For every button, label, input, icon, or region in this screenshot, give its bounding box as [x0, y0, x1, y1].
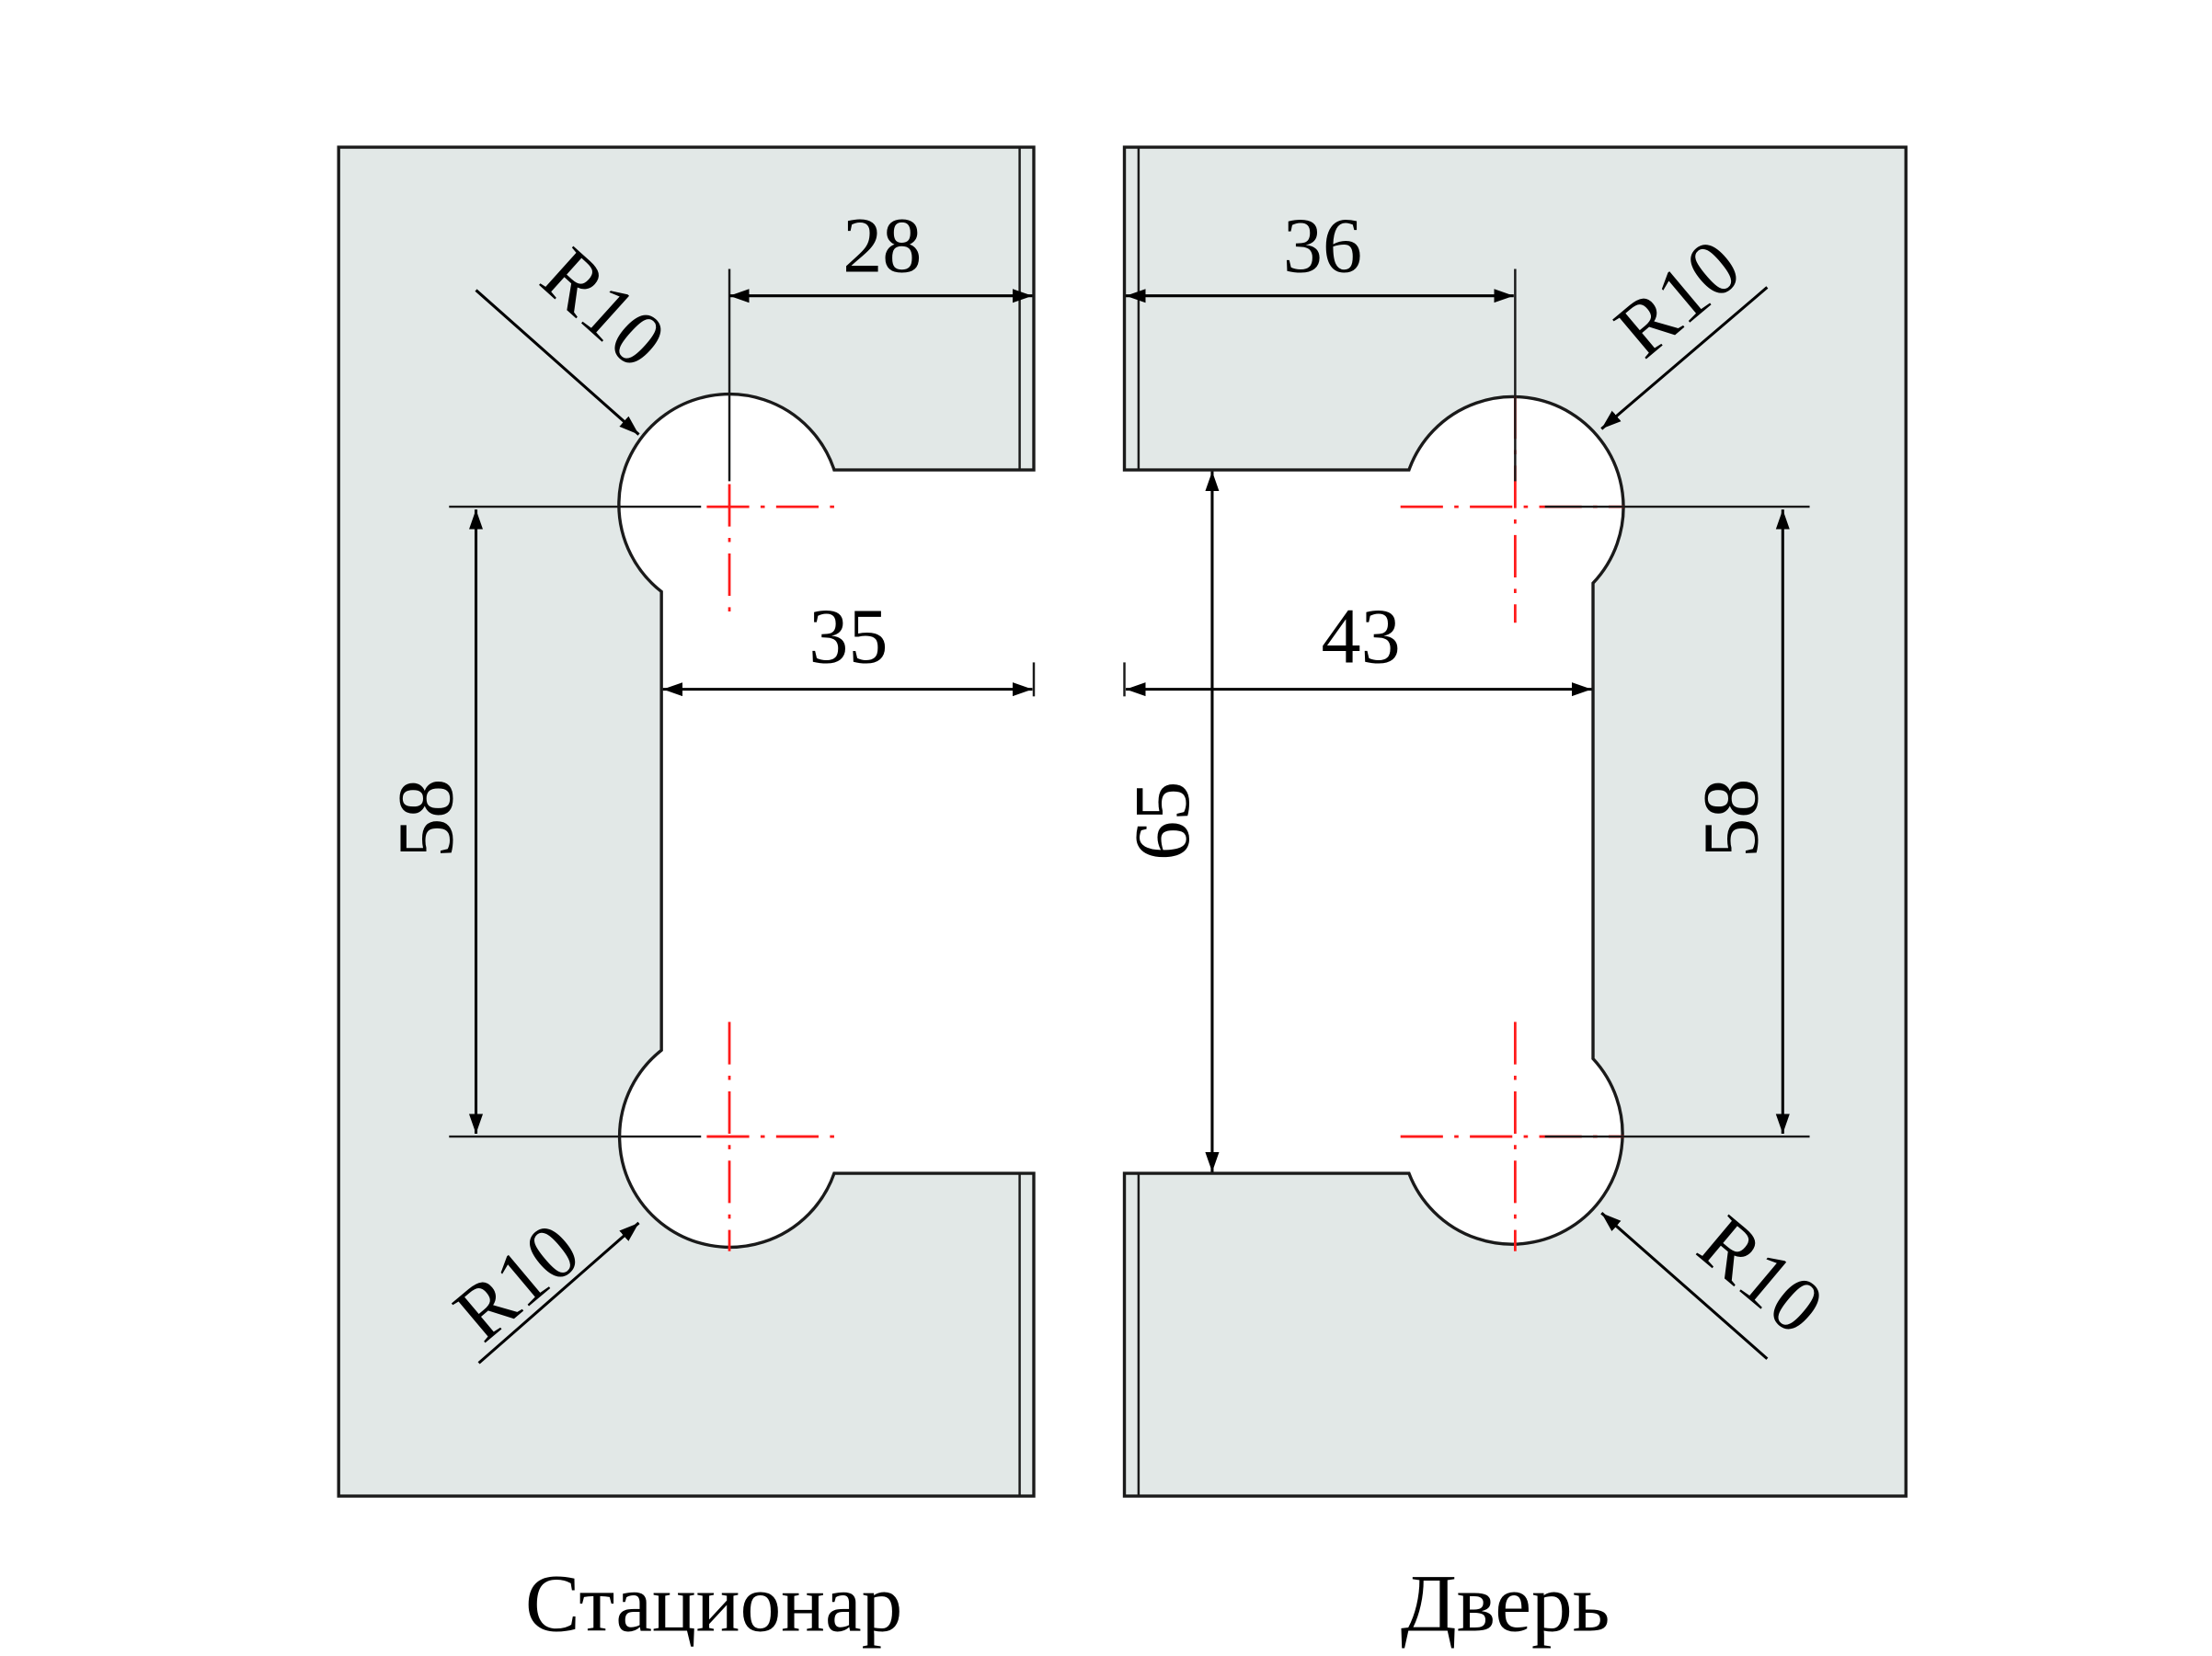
dim-label-height: 58 [381, 779, 469, 858]
dim-label-middle: 43 [1321, 591, 1400, 680]
stationary-label: Стационар [525, 1558, 902, 1649]
radius-leader-top [475, 289, 640, 436]
stationary-plate-outline [337, 145, 1036, 1498]
dim-label-top: 36 [1283, 201, 1362, 290]
radius-leader-bottom [477, 1221, 640, 1365]
door-plate: 36 R10 43 65 58 R10 Дверь [1117, 145, 1908, 1649]
dim-label-height: 58 [1687, 779, 1775, 858]
radius-leader-top [1600, 286, 1769, 430]
door-plate-outline [1122, 145, 1908, 1498]
centerline-bottom [706, 1022, 846, 1251]
door-label: Дверь [1401, 1558, 1610, 1649]
dim-label-middle: 35 [808, 591, 888, 680]
dim-label-opening: 65 [1117, 782, 1206, 861]
radius-leader-bottom [1600, 1212, 1769, 1360]
centerline-bottom [1400, 1022, 1624, 1251]
stationary-plate: 28 R10 58 35 R10 Стационар [337, 145, 1036, 1649]
dim-label-top: 28 [842, 201, 922, 290]
